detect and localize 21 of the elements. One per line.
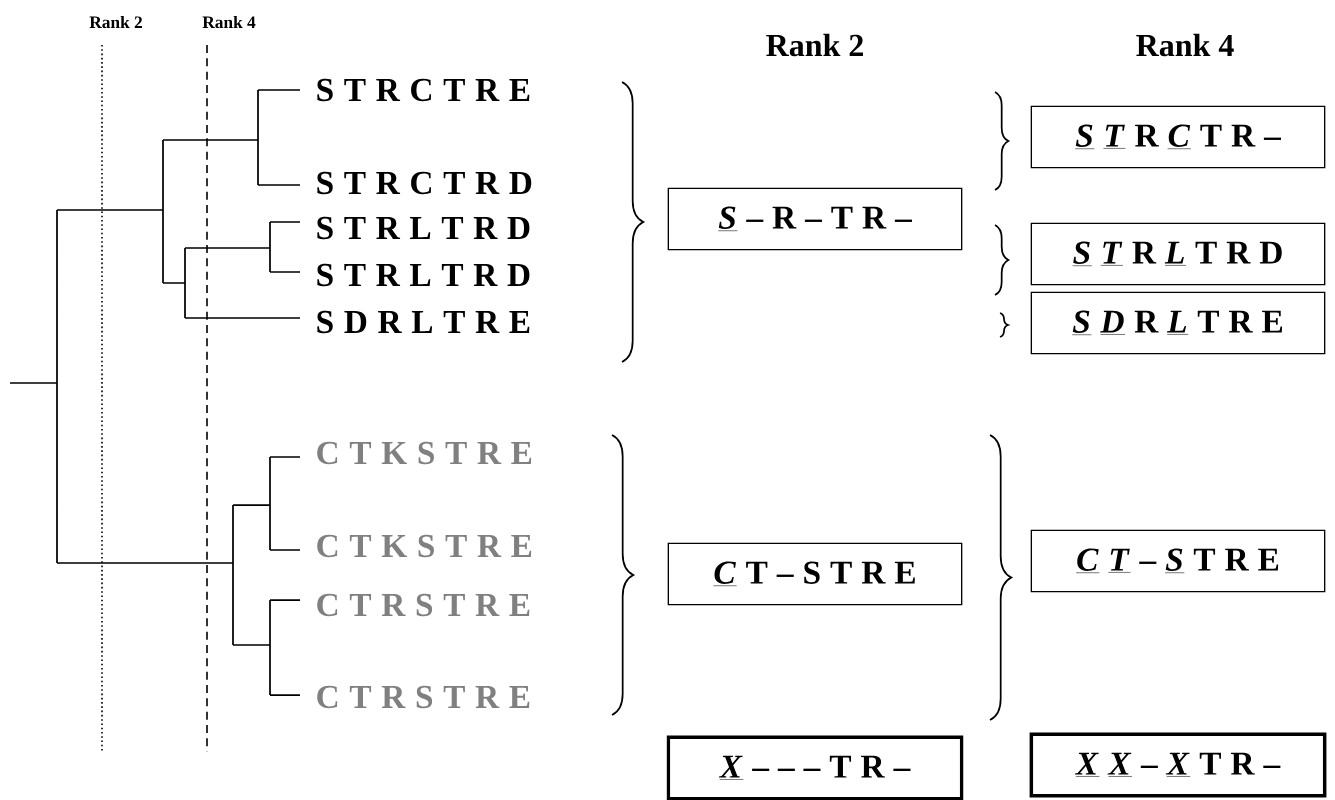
consensus-box: S D R L T R E — [1030, 291, 1326, 355]
heading: Rank 4 — [202, 15, 256, 29]
consensus-box: S – R – T R – — [667, 187, 963, 251]
sequence-label: S T R C T R D — [317, 171, 532, 195]
consensus-box: C T – S T R E — [667, 542, 963, 606]
consensus-box: S T R L T R D — [1030, 222, 1326, 286]
consensus-box: S T R C T R – — [1030, 105, 1326, 169]
consensus-box: C T – S T R E — [1030, 529, 1326, 593]
heading: Rank 2 — [766, 33, 863, 57]
sequence-label: C T R S T R E — [317, 685, 530, 709]
sequence-label: C T K S T R E — [317, 534, 532, 558]
heading: Rank 2 — [89, 15, 142, 29]
sequence-label: S T R L T R D — [317, 216, 530, 240]
sequence-label: C T R S T R E — [317, 593, 530, 617]
consensus-box: X – – – T R – — [666, 735, 964, 800]
heading: Rank 4 — [1136, 33, 1234, 57]
sequence-label: S T R C T R E — [317, 78, 530, 102]
sequence-label: S D R L T R E — [317, 310, 530, 334]
sequence-label: S T R L T R D — [317, 263, 530, 287]
sequence-label: C T K S T R E — [317, 441, 532, 465]
consensus-box: X X – X T R – — [1029, 732, 1327, 798]
